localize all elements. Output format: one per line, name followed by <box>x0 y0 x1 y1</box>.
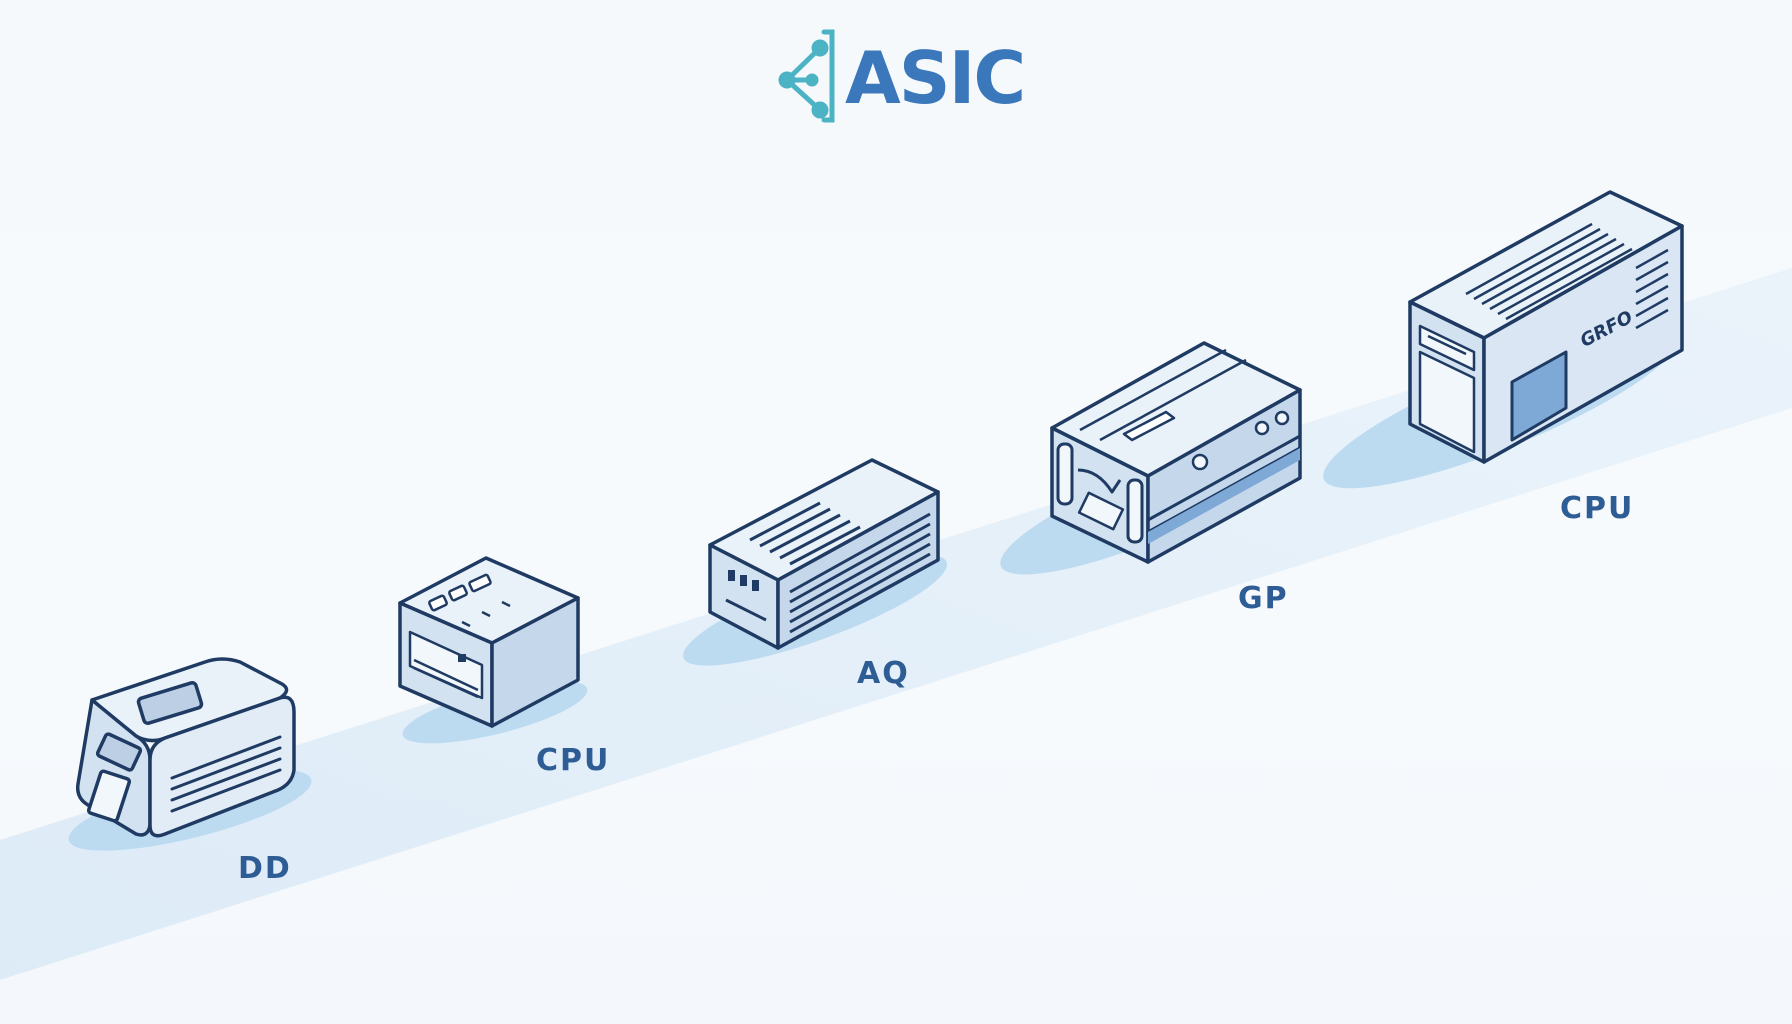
device-4-front-handles <box>1056 442 1144 544</box>
device-5-side-grille <box>1635 248 1669 330</box>
device-3 <box>683 458 947 666</box>
device-3-top-vents <box>749 501 861 566</box>
device-2-side <box>490 596 580 728</box>
device-3-front-slot <box>725 598 767 622</box>
device-3-front-ports <box>728 570 759 591</box>
device-5: GRFO <box>1323 190 1684 489</box>
device-4-side-stripe <box>1148 448 1300 544</box>
device-5-side-panel <box>1510 350 1568 442</box>
device-3-label: AQ <box>857 656 910 691</box>
device-2-top-marks <box>461 600 511 628</box>
device-1-vents <box>170 735 282 813</box>
device-1-label: DD <box>238 851 292 886</box>
device-5-front-slot <box>1427 334 1467 356</box>
circuit-bracket-icon <box>778 29 835 123</box>
device-1-side <box>148 695 296 838</box>
asic-logo: ASIC <box>778 29 1026 123</box>
device-2 <box>398 556 588 744</box>
device-5-label: CPU <box>1560 491 1634 526</box>
device-1-front-window <box>95 732 143 772</box>
device-4-front-slot <box>1077 491 1125 531</box>
device-4-label: GP <box>1238 581 1289 616</box>
logo-text: ASIC <box>845 36 1024 120</box>
device-4-side-knobs <box>1191 410 1290 471</box>
device-4-front-bracket <box>1077 468 1122 494</box>
device-1-front-door <box>86 769 132 823</box>
device-4-top-grille <box>1122 410 1176 442</box>
device-1-top-panel <box>136 681 204 725</box>
device-2-top-ports <box>428 573 492 612</box>
device-2-front-text-lines <box>413 658 479 699</box>
device-4-top-ridges <box>1079 348 1247 442</box>
device-5-top-vents <box>1465 222 1633 321</box>
background-band <box>0 268 1792 980</box>
device-1 <box>68 657 312 851</box>
device-4 <box>1000 341 1302 575</box>
device-5-front-bays <box>1418 324 1476 454</box>
device-2-indicator <box>458 654 466 662</box>
device-3-side-fins <box>789 512 931 634</box>
device-2-label: CPU <box>536 743 610 778</box>
